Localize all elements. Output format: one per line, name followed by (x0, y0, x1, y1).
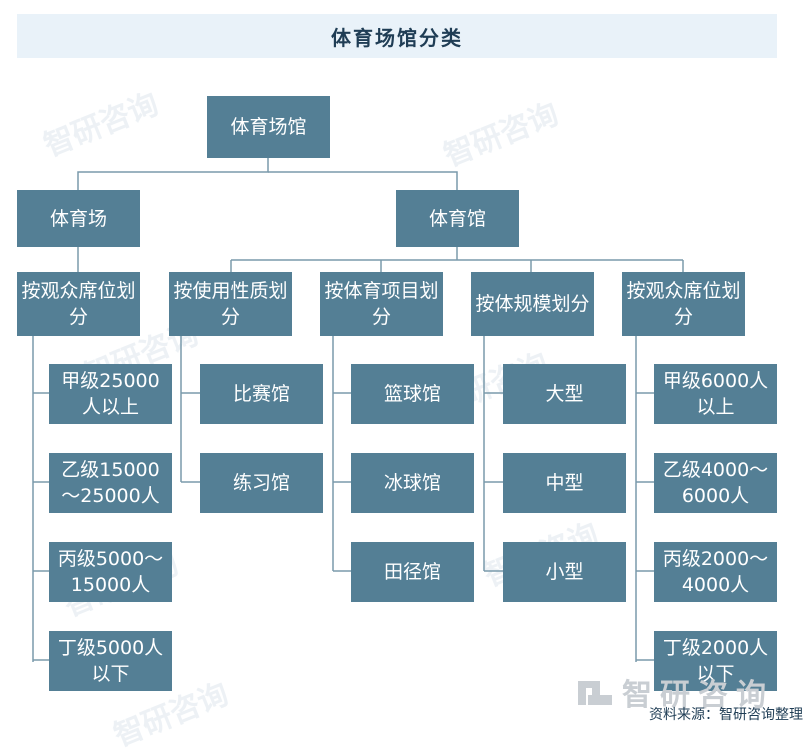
node-label: 比赛馆 (232, 383, 290, 405)
node-label: 田径馆 (383, 561, 441, 583)
node-label: 体育场 (49, 207, 107, 230)
node-label: 甲级25000人以上 (61, 370, 160, 418)
node-stadium-seats-header: 按观众席位划分 (17, 272, 140, 336)
node-scale-item-2: 中型 (503, 453, 626, 513)
node-nature-header: 按使用性质划分 (169, 272, 292, 336)
node-label: 丁级2000人以下 (662, 637, 769, 685)
node-project-item-1: 篮球馆 (351, 364, 474, 424)
node-gym: 体育馆 (396, 190, 519, 247)
node-label: 甲级6000人以上 (662, 370, 769, 418)
node-label: 丙级5000～15000人 (57, 548, 164, 596)
node-project-item-3: 田径馆 (351, 542, 474, 602)
source-label: 资料来源： (649, 707, 719, 723)
node-nature-item-2: 练习馆 (200, 453, 323, 513)
logo-text: 智研咨询 (622, 678, 774, 713)
node-label: 小型 (545, 561, 584, 583)
node-label: 练习馆 (232, 472, 290, 494)
node-label: 乙级15000～25000人 (61, 459, 160, 507)
node-label: 体育馆 (428, 207, 486, 230)
node-gym-seat-3: 丙级2000～4000人 (654, 542, 777, 602)
node-label: 乙级4000～6000人 (662, 459, 769, 507)
node-label: 冰球馆 (383, 472, 441, 494)
node-stadium-seat-2: 乙级15000～25000人 (49, 453, 172, 513)
node-stadium-seat-3: 丙级5000～15000人 (49, 542, 172, 602)
node-gym-seat-1: 甲级6000人以上 (654, 364, 777, 424)
node-project-item-2: 冰球馆 (351, 453, 474, 513)
node-label: 篮球馆 (383, 383, 441, 405)
node-label: 按使用性质划分 (173, 280, 288, 328)
source-value: 智研咨询整理 (719, 707, 803, 723)
node-scale-header: 按体规模划分 (471, 272, 594, 336)
connector-lines (32, 158, 684, 662)
node-label: 体育场馆 (230, 116, 307, 138)
node-stadium-seat-4: 丁级5000人以下 (49, 631, 172, 691)
node-gym-seats-header: 按观众席位划分 (622, 272, 745, 336)
node-label: 按体育项目划分 (324, 280, 439, 328)
logo-mark-icon (578, 681, 612, 705)
node-gym-seat-2: 乙级4000～6000人 (654, 453, 777, 513)
node-nature-item-1: 比赛馆 (200, 364, 323, 424)
node-label: 丙级2000～4000人 (662, 548, 769, 596)
node-label: 按体规模划分 (475, 293, 590, 315)
node-root: 体育场馆 (207, 96, 330, 158)
node-scale-item-3: 小型 (503, 542, 626, 602)
node-project-header: 按体育项目划分 (320, 272, 443, 336)
node-label: 按观众席位划分 (626, 280, 741, 328)
node-stadium-seat-1: 甲级25000人以上 (49, 364, 172, 424)
node-label: 丁级5000人以下 (57, 637, 164, 685)
source-note: 资料来源：智研咨询整理 (649, 704, 803, 724)
node-gym-seat-4: 丁级2000人以下 (654, 631, 777, 691)
node-label: 按观众席位划分 (21, 280, 136, 328)
title-bar: 体育场馆分类 (17, 14, 777, 58)
node-scale-item-1: 大型 (503, 364, 626, 424)
node-stadium: 体育场 (17, 190, 140, 247)
page-title: 体育场馆分类 (331, 25, 463, 50)
node-label: 中型 (545, 472, 584, 494)
brand-logo: 智研咨询 (578, 670, 774, 714)
node-label: 大型 (545, 383, 584, 405)
